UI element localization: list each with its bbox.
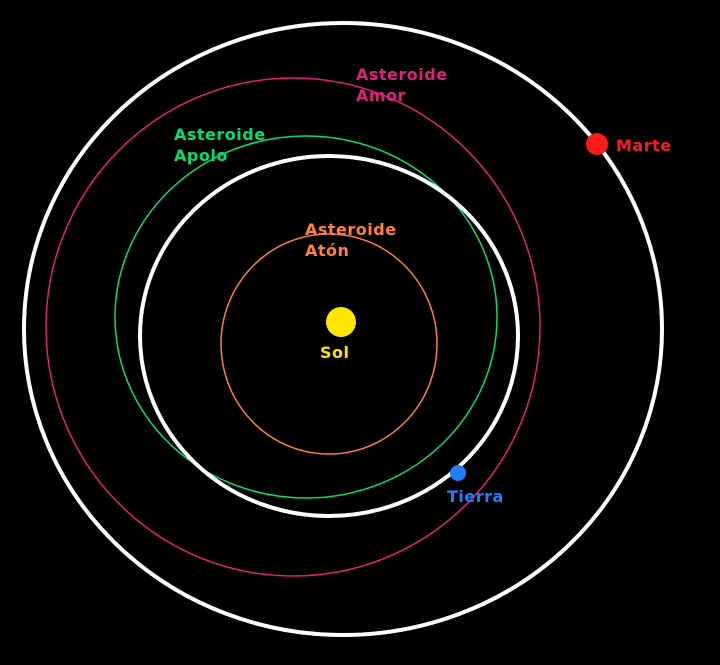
apollo-label-line2: Apolo <box>174 146 228 165</box>
apollo-label-line1: Asteroide <box>174 125 266 144</box>
sun <box>326 307 356 337</box>
apollo-asteroid-orbit <box>114 135 498 499</box>
mars <box>586 133 608 155</box>
amor-asteroid-orbit <box>45 77 541 577</box>
amor-asteroid-label: Asteroide Amor <box>356 64 448 106</box>
sun-label: Sol <box>320 343 350 362</box>
aten-asteroid-label: Asteroide Atón <box>305 219 397 261</box>
apollo-asteroid-label: Asteroide Apolo <box>174 124 266 166</box>
amor-label-line2: Amor <box>356 86 406 105</box>
aten-label-line2: Atón <box>305 241 350 260</box>
mars-orbit <box>22 21 664 637</box>
earth-orbit <box>138 154 520 518</box>
aten-label-line1: Asteroide <box>305 220 397 239</box>
earth <box>450 465 466 481</box>
amor-label-line1: Asteroide <box>356 65 448 84</box>
aten-asteroid-orbit <box>220 233 438 455</box>
earth-label: Tierra <box>447 487 504 506</box>
mars-label: Marte <box>616 136 672 155</box>
